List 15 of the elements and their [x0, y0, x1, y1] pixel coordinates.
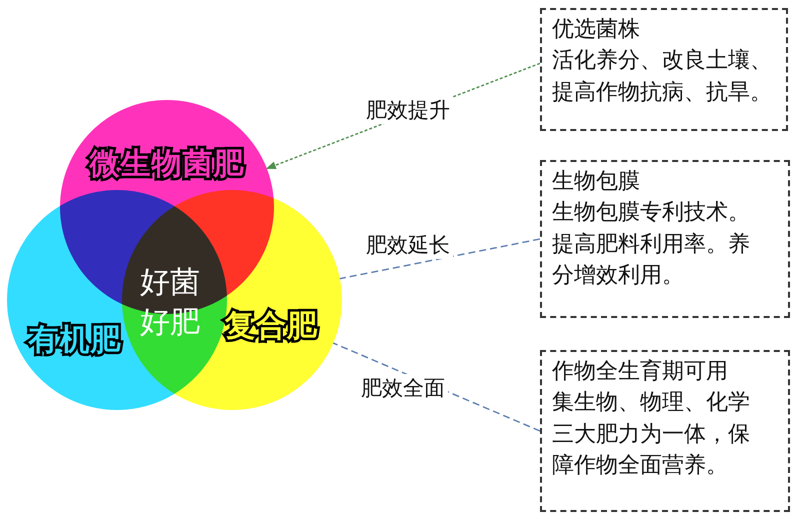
venn-circle — [122, 190, 342, 410]
box-text: 集生物、物理、化学三大肥力为一体，保障作物全面营养。 — [552, 389, 751, 480]
note-box — [540, 350, 790, 512]
arrow — [266, 62, 540, 170]
connector-line — [332, 342, 540, 432]
box-heading: 生物包膜 — [552, 168, 641, 196]
box-text: 生物包膜专利技术。提高肥料利用率。养分增效利用。 — [552, 199, 751, 290]
box-heading: 作物全生育期可用 — [552, 358, 729, 386]
box-heading: 优选菌株 — [552, 16, 641, 44]
box-text: 活化养分、改良土壤、提高作物抗病、抗旱。 — [552, 47, 773, 106]
connector-line — [340, 238, 540, 280]
center-label: 好菌好肥 — [139, 264, 201, 342]
edge-label: 肥效提升 — [363, 96, 453, 124]
note-box — [540, 8, 788, 131]
note-box — [540, 160, 790, 318]
